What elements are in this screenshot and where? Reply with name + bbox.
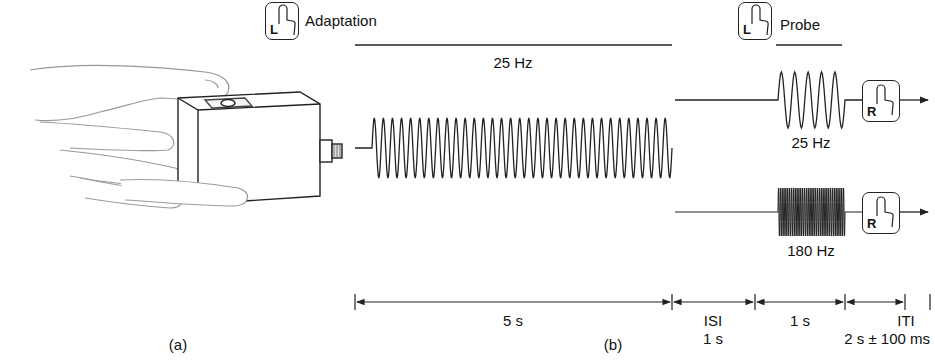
interval-label: ITI [897,312,915,329]
timeline [355,294,930,310]
button-icon: R [862,80,900,122]
stage-title: Adaptation [305,12,377,29]
panel-label: (a) [169,336,187,353]
finger-icon [279,5,893,227]
hand-letter: R [867,217,876,231]
button-icon: R [862,192,900,234]
probe-waveform-high [675,188,862,236]
adaptation-waveform [355,118,672,178]
hand-letter: L [270,23,278,37]
frequency-label: 25 Hz [493,54,532,71]
panel-label: (b) [604,336,622,353]
stage-title: Probe [780,16,820,33]
duration-label: 5 s [503,312,523,329]
frequency-label: 180 Hz [787,242,835,259]
duration-label: 1 s [703,330,723,347]
frequency-label: 25 Hz [791,134,830,151]
adaptation-bar [355,44,672,45]
hand-letter: L [743,23,751,37]
interval-label: ISI [704,312,722,329]
probe-bar [776,44,842,45]
response-arrow [900,99,928,100]
button-icon: L [738,2,772,40]
hand-letter: R [867,105,876,119]
button-icon: L [265,2,299,40]
duration-label: 1 s [790,312,810,329]
duration-label: 2 s ± 100 ms [844,330,930,347]
thumb-illustration [120,179,248,206]
response-arrow [900,211,928,212]
probe-waveform-low [675,72,862,128]
